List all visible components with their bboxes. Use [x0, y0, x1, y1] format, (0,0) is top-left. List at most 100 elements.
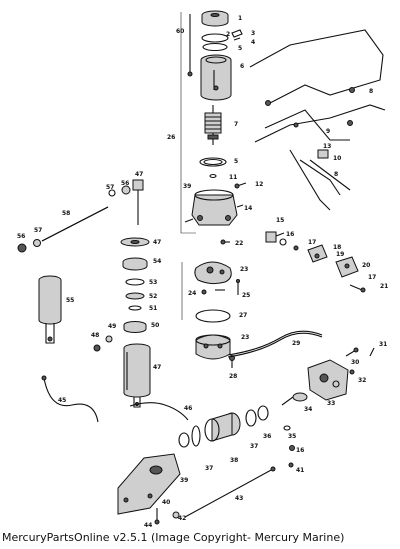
callout-39b: 39 — [180, 477, 188, 484]
callout-43: 43 — [235, 495, 243, 502]
callout-16: 16 — [286, 231, 294, 238]
seal-35 — [283, 425, 291, 431]
hydraulic-line-29 — [227, 330, 323, 358]
callout-60: 60 — [176, 28, 184, 35]
callout-35: 35 — [288, 433, 296, 440]
callout-11: 11 — [229, 174, 237, 181]
callout-54: 54 — [153, 258, 161, 265]
o-ring-seal — [201, 33, 229, 52]
callout-33: 33 — [327, 400, 335, 407]
mounting-bracket-40 — [117, 453, 181, 515]
motor-shaft-rod — [187, 14, 193, 77]
callout-55: 55 — [66, 297, 74, 304]
shaft-washer-left — [17, 239, 41, 253]
callout-57a: 57 — [106, 184, 114, 191]
manifold-33 — [307, 359, 349, 401]
fitting-28 — [229, 355, 235, 368]
connector-16-17 — [279, 238, 299, 251]
callout-14: 14 — [244, 205, 252, 212]
callout-2: 2 — [226, 31, 230, 38]
trim-cylinder — [123, 343, 151, 408]
pivot-shaft-43 — [184, 466, 276, 518]
callout-20: 20 — [362, 262, 370, 269]
callout-3: 3 — [251, 30, 255, 37]
callout-8b: 8 — [334, 171, 338, 178]
callout-12: 12 — [255, 181, 263, 188]
callout-58: 58 — [62, 210, 70, 217]
callout-13: 13 — [323, 143, 331, 150]
callout-4: 4 — [251, 39, 255, 46]
callout-52: 52 — [149, 293, 157, 300]
callout-56b: 56 — [17, 233, 25, 240]
callout-7: 7 — [234, 121, 238, 128]
callout-22: 22 — [235, 240, 243, 247]
callout-41: 41 — [296, 467, 304, 474]
callout-1: 1 — [238, 15, 242, 22]
callout-5b: 5 — [234, 158, 238, 165]
pivot-pin-47 — [132, 179, 144, 225]
callout-47c: 47 — [153, 364, 161, 371]
callout-23b: 23 — [241, 334, 249, 341]
terminal-screw — [234, 182, 247, 189]
callout-47b: 47 — [153, 239, 161, 246]
hydraulic-line-45 — [41, 375, 99, 423]
motor-end-cap — [201, 10, 229, 27]
callout-34: 34 — [304, 406, 312, 413]
pump-housing-23 — [195, 334, 231, 360]
pump-washer-stack — [120, 237, 150, 333]
callout-8: 8 — [369, 88, 373, 95]
callout-26: 26 — [167, 134, 175, 141]
callout-47a: 47 — [135, 171, 143, 178]
bolt-42-44 — [154, 508, 180, 525]
cross-shaft-rod — [41, 206, 109, 242]
callout-9: 9 — [326, 128, 330, 135]
fitting-16b-41 — [288, 445, 295, 468]
callout-56a: 56 — [121, 180, 129, 187]
callout-29: 29 — [292, 340, 300, 347]
piston-rings-37 — [178, 425, 201, 448]
callout-50: 50 — [151, 322, 159, 329]
brush-clip — [231, 29, 243, 41]
callout-48: 48 — [91, 332, 99, 339]
fluid-reservoir-cylinder — [38, 275, 62, 344]
motor-housing — [200, 54, 232, 101]
screw-21 — [349, 284, 366, 293]
piston-sleeve-38 — [204, 412, 241, 442]
pin-34 — [281, 392, 308, 406]
callout-49: 49 — [108, 323, 116, 330]
o-ring-27 — [195, 309, 231, 323]
check-valve-25 — [201, 279, 240, 295]
callout-21: 21 — [380, 283, 388, 290]
leader-bracket-26 — [180, 12, 196, 234]
callout-40: 40 — [162, 499, 170, 506]
callout-45: 45 — [58, 397, 66, 404]
callout-51: 51 — [149, 305, 157, 312]
callout-37b: 37 — [205, 465, 213, 472]
callout-57b: 57 — [34, 227, 42, 234]
callout-38: 38 — [230, 457, 238, 464]
callout-5: 5 — [238, 45, 242, 52]
bolt-22 — [220, 239, 230, 245]
callout-37a: 37 — [250, 443, 258, 450]
callout-23a: 23 — [240, 266, 248, 273]
callout-19: 19 — [336, 251, 344, 258]
shaft-washer-right — [108, 185, 131, 197]
callout-39: 39 — [183, 183, 191, 190]
fitting-30-31-32 — [345, 347, 375, 375]
callout-10: 10 — [333, 155, 341, 162]
callout-28: 28 — [229, 373, 237, 380]
callout-46: 46 — [184, 405, 192, 412]
wiring-harness — [249, 29, 386, 211]
callout-6: 6 — [240, 63, 244, 70]
callout-44: 44 — [144, 522, 152, 529]
callout-25: 25 — [242, 292, 250, 299]
callout-17b: 17 — [368, 274, 376, 281]
callout-18: 18 — [333, 244, 341, 251]
callout-42: 42 — [178, 515, 186, 522]
small-washer — [209, 173, 217, 179]
callout-24: 24 — [188, 290, 196, 297]
hydraulic-line-46 — [129, 402, 189, 421]
callout-16b: 16 — [296, 447, 304, 454]
relay-18 — [307, 244, 328, 263]
callout-31: 31 — [379, 341, 387, 348]
